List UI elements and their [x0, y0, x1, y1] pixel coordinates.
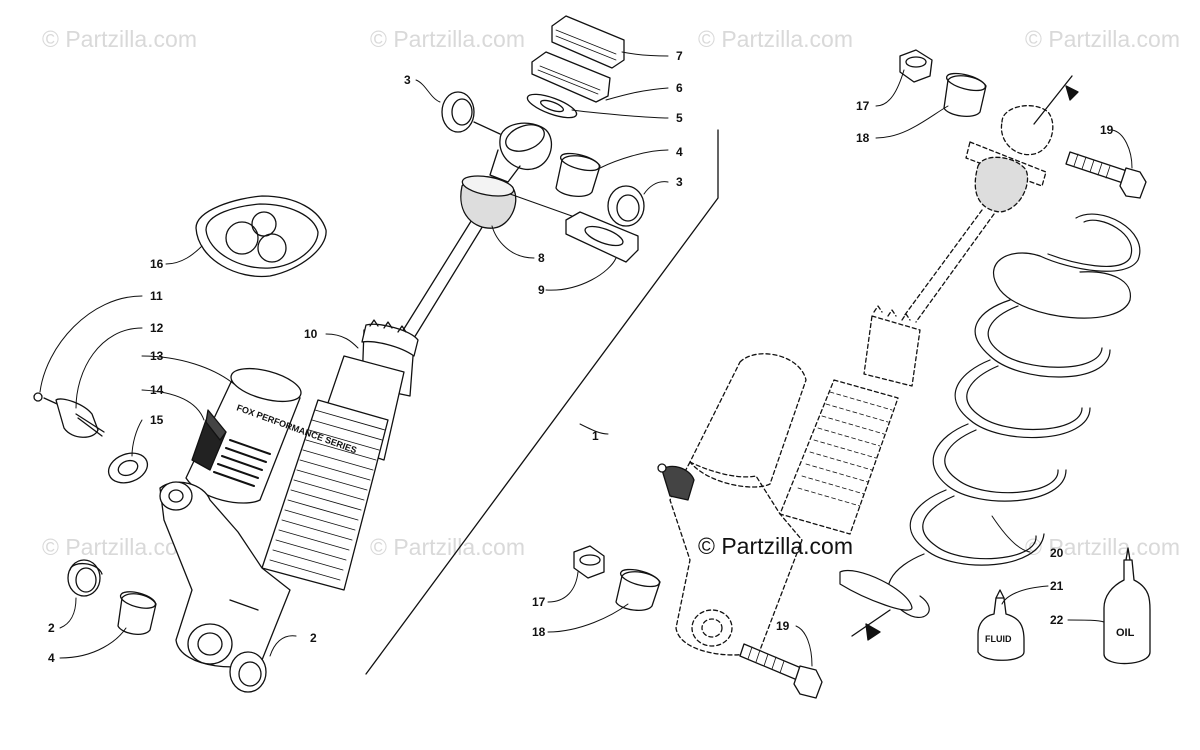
separator-line	[365, 129, 719, 675]
bushing-3-upper-right	[509, 185, 645, 227]
callout-22: 22	[1050, 613, 1064, 627]
washer-15	[107, 452, 149, 484]
fluid-label: FLUID	[985, 634, 1012, 644]
watermark: © Partzilla.com	[1025, 26, 1180, 52]
callout-4: 4	[676, 145, 683, 159]
callout-20: 20	[1050, 546, 1064, 560]
callout-3: 3	[404, 73, 411, 87]
callout-6: 6	[676, 81, 683, 95]
callout-1: 1	[592, 429, 599, 443]
upper-eyelet	[489, 122, 553, 183]
oil-label: OIL	[1116, 627, 1135, 639]
valve-cap	[33, 392, 105, 438]
washer-5	[526, 93, 578, 119]
spacer-4-lower-left	[117, 591, 157, 636]
callout-numbers: 1 2 2 3 3 4 4 5 6 7 8 9 10 11 12 13 14 1…	[48, 49, 1135, 665]
right-valve	[657, 463, 695, 501]
callout-17: 17	[856, 99, 870, 113]
watermark-center: © Partzilla.com	[698, 533, 853, 559]
oil-bottle	[1103, 547, 1151, 665]
decal-16	[195, 195, 327, 278]
watermark: © Partzilla.com	[370, 26, 525, 52]
cap-7	[551, 15, 625, 69]
callout-13: 13	[150, 349, 164, 363]
callout-5: 5	[676, 111, 683, 125]
retainer-9	[565, 211, 639, 263]
callout-17: 17	[532, 595, 546, 609]
watermark: © Partzilla.com	[42, 26, 197, 52]
leader-lines	[39, 51, 1133, 667]
bushing-2-lower-right	[229, 651, 267, 693]
coil-spring-20	[839, 213, 1141, 618]
callout-16: 16	[150, 257, 164, 271]
watermark: © Partzilla.com	[698, 26, 853, 52]
callout-8: 8	[538, 251, 545, 265]
arrow-top-right	[1033, 75, 1079, 125]
bushing-2-lower-left	[67, 559, 103, 597]
plate-6	[531, 51, 611, 103]
bolt-19-lower	[739, 643, 823, 699]
callout-2: 2	[48, 621, 55, 635]
callout-11: 11	[150, 289, 163, 303]
callout-12: 12	[150, 321, 164, 335]
piston-rod	[401, 209, 490, 339]
spacer-18-lower	[615, 568, 661, 612]
callout-18: 18	[856, 131, 870, 145]
spacer-4-upper	[555, 152, 601, 198]
callout-10: 10	[304, 327, 318, 341]
callout-3: 3	[676, 175, 683, 189]
watermark: © Partzilla.com	[1025, 534, 1180, 560]
callout-9: 9	[538, 283, 545, 297]
spacer-18-upper	[943, 72, 987, 118]
callout-19: 19	[1100, 123, 1114, 137]
callout-18: 18	[532, 625, 546, 639]
shock-body-threads	[261, 399, 389, 591]
callout-21: 21	[1050, 579, 1064, 593]
nut-17-upper	[899, 49, 933, 83]
right-shock-dashed	[669, 105, 1054, 656]
arrow-bottom-right	[851, 609, 891, 641]
bushing-3-upper-left	[441, 91, 501, 135]
watermark: © Partzilla.com	[370, 534, 525, 560]
lower-clevis	[159, 481, 291, 668]
callout-14: 14	[150, 383, 164, 397]
callout-19: 19	[776, 619, 790, 633]
nut-17-lower	[573, 545, 605, 579]
callout-7: 7	[676, 49, 683, 63]
fluid-bottle	[977, 589, 1025, 661]
callout-2: 2	[310, 631, 317, 645]
bolt-19-upper	[1065, 151, 1147, 199]
bump-stop	[460, 175, 517, 229]
callout-4: 4	[48, 651, 55, 665]
callout-15: 15	[150, 413, 164, 427]
